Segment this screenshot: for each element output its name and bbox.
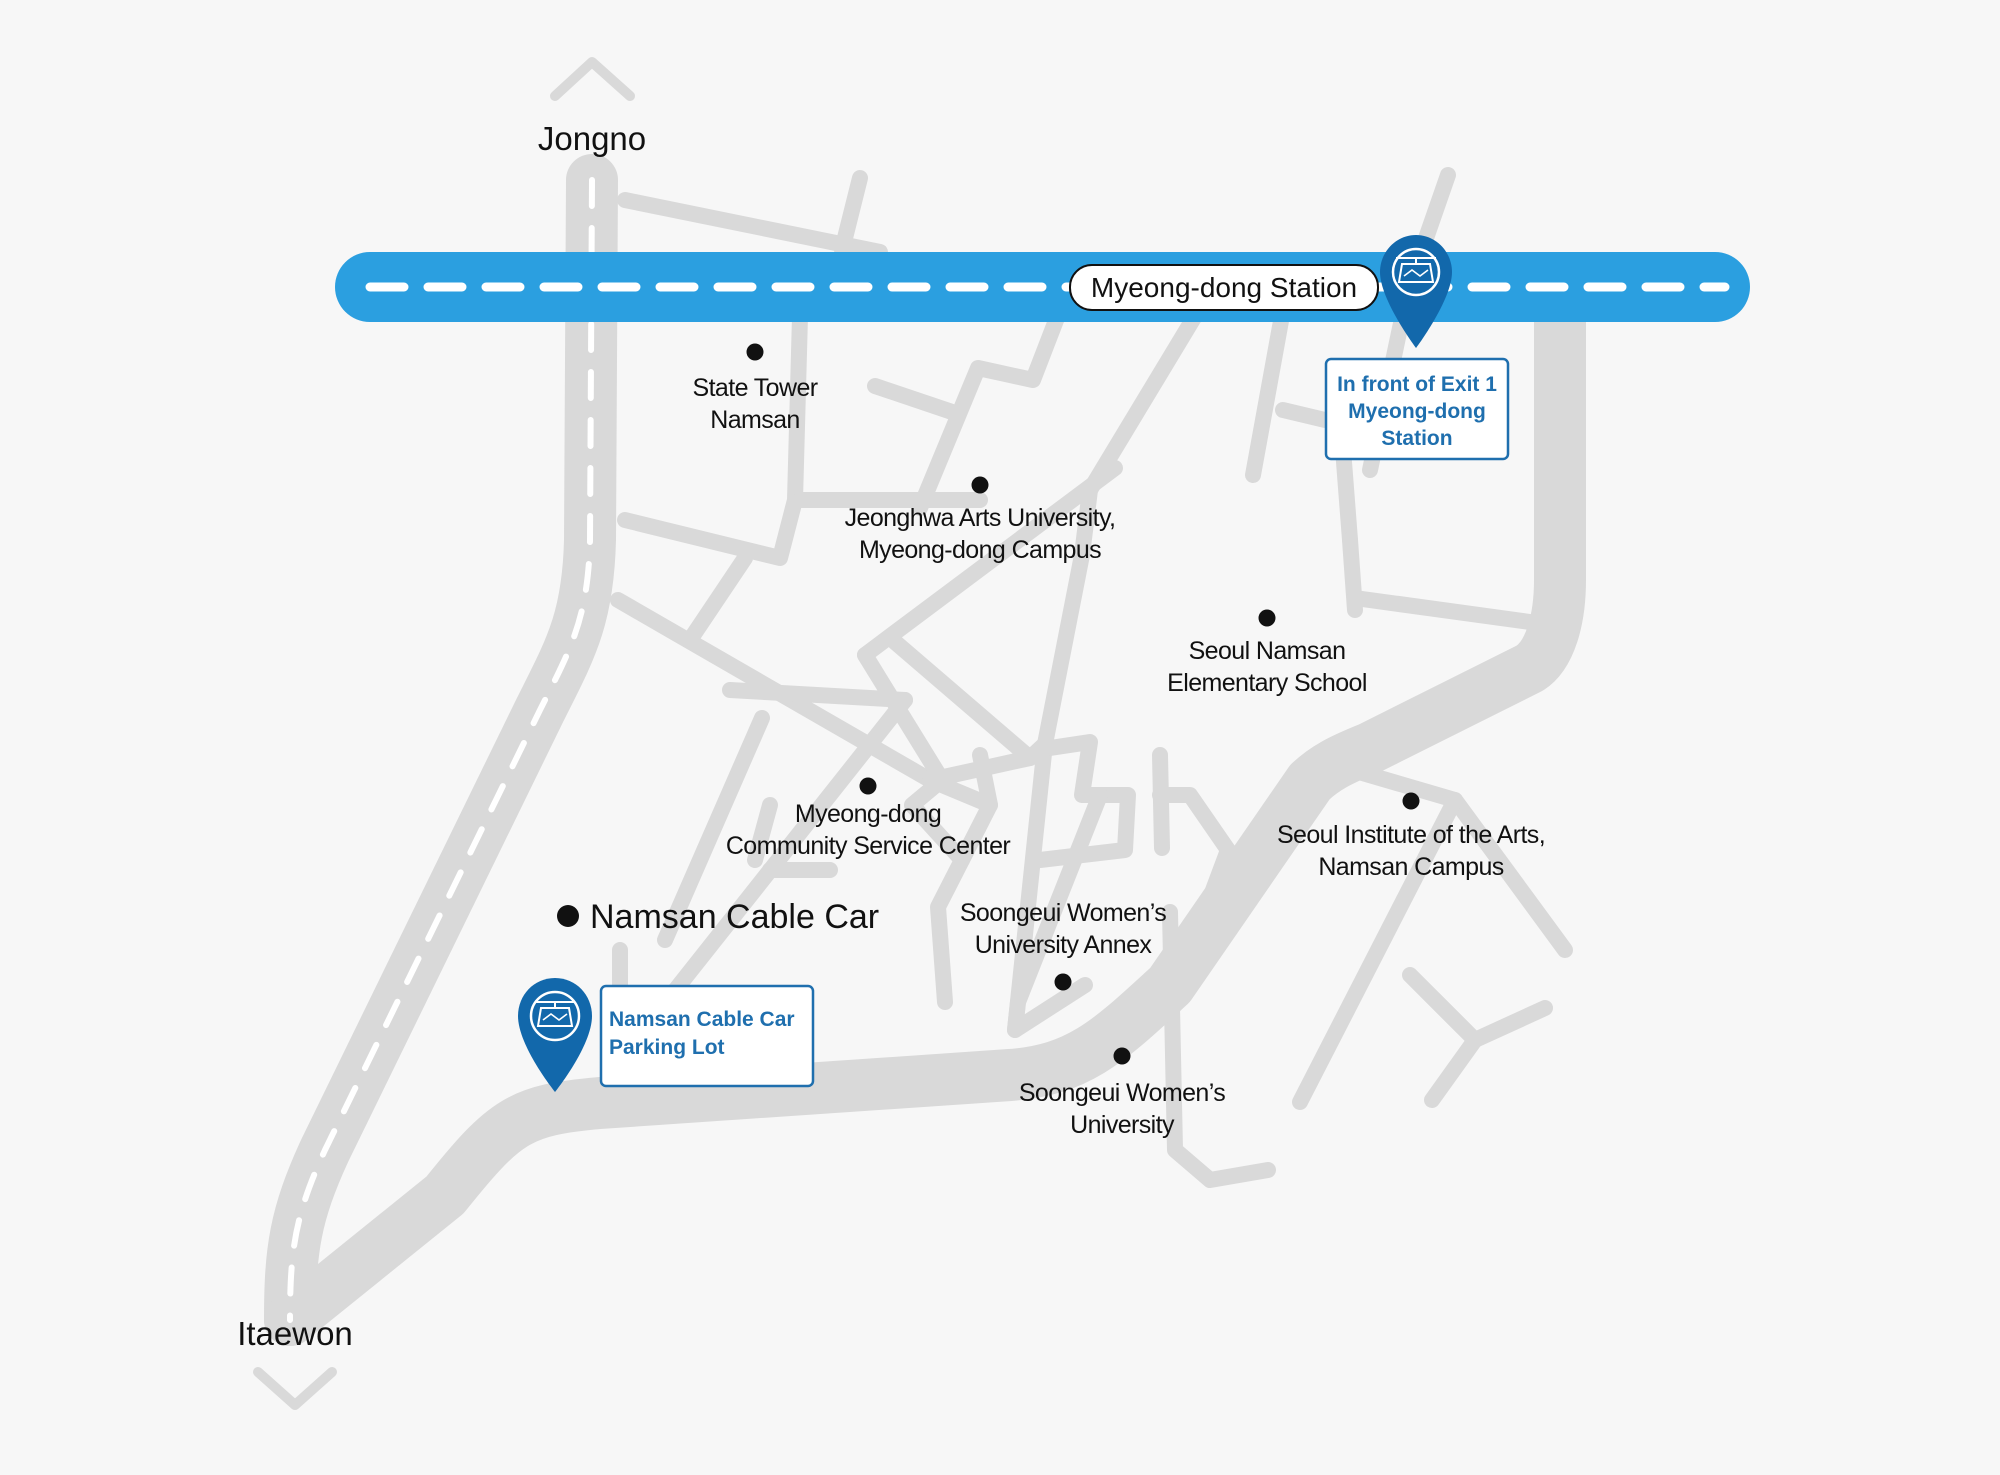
callout-line: Myeong-dong: [1348, 400, 1486, 423]
callout-line: Namsan Cable Car: [609, 1008, 795, 1031]
landmark: State Tower Namsan: [693, 343, 818, 434]
landmark: Jeonghwa Arts University, Myeong-dong Ca…: [845, 476, 1116, 564]
landmark-label: Community Service Center: [726, 832, 1011, 860]
landmark-label: Elementary School: [1167, 669, 1367, 697]
landmark-label: Myeong-dong Campus: [859, 536, 1101, 564]
landmark: Seoul Institute of the Arts, Namsan Camp…: [1277, 792, 1546, 881]
callout-exit-1[interactable]: In front of Exit 1 Myeong-dong Station: [1324, 357, 1510, 461]
landmark-label: Seoul Namsan: [1189, 637, 1346, 665]
landmark-label: State Tower: [693, 374, 818, 402]
landmark-dot: [746, 343, 764, 361]
pin-exit-1[interactable]: [1380, 235, 1452, 348]
landmark-label: Soongeui Women’s: [1019, 1079, 1225, 1107]
station-name: Myeong-dong Station: [1091, 272, 1357, 303]
main-landmark-dot: [557, 905, 579, 927]
landmark-label: University: [1070, 1111, 1175, 1139]
pin-parking-lot[interactable]: [518, 978, 592, 1092]
cable-car-logo-icon: [529, 990, 581, 1042]
callout-parking-lot[interactable]: Namsan Cable Car Parking Lot: [599, 984, 815, 1088]
minor-roads: [610, 167, 1573, 1188]
landmark: Soongeui Women’s University: [1019, 1047, 1226, 1139]
direction-north-label: Jongno: [538, 120, 646, 157]
landmark-label: Namsan Campus: [1318, 853, 1503, 881]
major-roads: [253, 57, 1586, 1410]
landmark-dot: [1113, 1047, 1131, 1065]
landmark-label: Namsan: [710, 406, 800, 434]
direction-south-label: Itaewon: [237, 1315, 353, 1352]
callout-line: In front of Exit 1: [1337, 373, 1497, 396]
landmark-label: Myeong-dong: [795, 800, 941, 828]
subway-line: [335, 252, 1750, 322]
landmark-label: Soongeui Women’s: [960, 899, 1166, 927]
landmark-label: Jeonghwa Arts University,: [845, 504, 1116, 532]
landmark-label: Seoul Institute of the Arts,: [1277, 821, 1545, 849]
callout-line: Parking Lot: [609, 1036, 725, 1059]
landmark-label: University Annex: [975, 931, 1153, 959]
main-landmark: Namsan Cable Car: [557, 898, 879, 936]
station-badge[interactable]: Myeong-dong Station: [1069, 264, 1379, 311]
cable-car-logo-icon: [1391, 247, 1441, 297]
landmark-dot: [1402, 792, 1420, 810]
landmark: Myeong-dong Community Service Center: [726, 777, 1011, 860]
landmark-dot: [971, 476, 989, 494]
landmark-dot: [859, 777, 877, 795]
landmark-dot: [1258, 609, 1276, 627]
landmark: Seoul Namsan Elementary School: [1167, 609, 1367, 697]
main-landmark-label: Namsan Cable Car: [590, 898, 879, 936]
landmark: Soongeui Women’s University Annex: [960, 899, 1167, 991]
landmark-dot: [1054, 973, 1072, 991]
callout-line: Station: [1381, 427, 1452, 450]
